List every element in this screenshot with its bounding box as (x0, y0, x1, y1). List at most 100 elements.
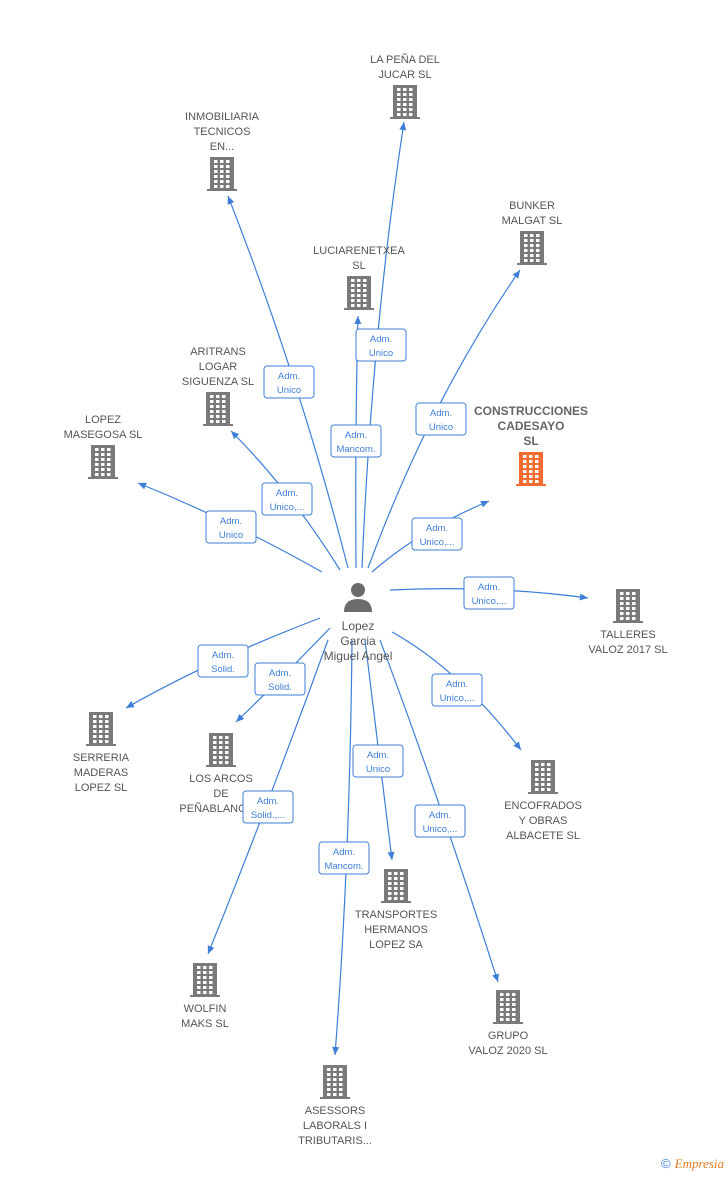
building-window (220, 175, 224, 178)
edge-role-label[interactable]: Adm.Unico,... (431, 673, 483, 707)
edge-role-label[interactable]: Adm.Solid.,... (242, 790, 294, 824)
building-window (197, 991, 201, 994)
building-icon[interactable] (88, 445, 118, 479)
company-node-los-arcos[interactable]: LOS ARCOSDEPEÑABLANCA... (179, 733, 263, 815)
company-name-line: TRIBUTARIS... (298, 1135, 372, 1147)
building-icon[interactable] (206, 733, 236, 767)
edge-role-label[interactable]: Adm.Unico,... (411, 517, 463, 551)
company-name-line: WOLFIN (184, 1003, 227, 1015)
building-window (500, 998, 504, 1001)
building-window (400, 882, 404, 885)
building-icon[interactable] (320, 1065, 350, 1099)
building-window (93, 740, 97, 743)
edge-role-label[interactable]: Adm.Mancom. (318, 841, 370, 875)
edge-label-line: Adm. (345, 430, 367, 441)
edge-labels-layer: Adm.UnicoAdm.UnicoAdm.UnicoAdm.Mancom.Ad… (197, 328, 515, 875)
building-window (197, 986, 201, 989)
building-window (535, 470, 539, 473)
building-window (220, 180, 224, 183)
building-icon[interactable] (86, 712, 116, 746)
edge-role-label[interactable]: Adm.Unico (352, 744, 404, 778)
building-window (197, 976, 201, 979)
company-name-line: MALGAT SL (502, 215, 563, 227)
building-window (409, 108, 413, 111)
building-window (541, 773, 545, 776)
building-window (632, 597, 636, 600)
building-icon[interactable] (613, 589, 643, 623)
building-icon[interactable] (528, 760, 558, 794)
building-window (524, 239, 528, 242)
building-window (220, 165, 224, 168)
building-window (216, 420, 220, 423)
building-window (222, 420, 226, 423)
building-window (626, 592, 630, 595)
building-window (394, 872, 398, 875)
edge-role-label[interactable]: Adm.Unico (355, 328, 407, 362)
building-window (632, 612, 636, 615)
building-window (524, 234, 528, 237)
edge-label-line: Adm. (257, 796, 279, 807)
edge-role-label[interactable]: Adm. Unico,... (463, 576, 515, 610)
edge-label-line: Adm. (430, 408, 452, 419)
building-icon[interactable] (381, 869, 411, 903)
edge-role-label[interactable]: Adm.Solid. (254, 662, 306, 696)
building-window (500, 1018, 504, 1021)
building-window (203, 966, 207, 969)
edge-label-line: Adm. (370, 334, 392, 345)
building-window (327, 1088, 331, 1091)
building-window (547, 768, 551, 771)
building-icon[interactable] (390, 85, 420, 119)
edge-role-label[interactable]: Adm.Unico (205, 510, 257, 544)
building-icon[interactable] (190, 963, 220, 997)
edge-role-label[interactable]: Adm.Unico (263, 365, 315, 399)
edge-role-label[interactable]: Adm.Solid. (197, 644, 249, 678)
edge-role-label[interactable]: Adm.Unico,... (261, 482, 313, 516)
person-icon[interactable] (344, 583, 372, 612)
building-window (632, 602, 636, 605)
building-icon[interactable] (493, 990, 523, 1024)
edge-label-box (431, 673, 483, 707)
edge-role-label[interactable]: Adm.Mancom. (330, 424, 382, 458)
building-window (214, 160, 218, 163)
building-icon[interactable] (517, 231, 547, 265)
company-node-inmobiliaria-tecnicos[interactable]: INMOBILIARIATECNICOSEN... (185, 111, 260, 191)
edge-label-line: Adm. (478, 582, 500, 593)
building-window (500, 1003, 504, 1006)
building-icon[interactable] (516, 452, 546, 486)
building-window (93, 735, 97, 738)
building-window (397, 113, 401, 116)
building-icon[interactable] (203, 392, 233, 426)
edge-role-label[interactable]: Adm.Unico (415, 402, 467, 436)
building-base (86, 744, 116, 746)
building-window (203, 981, 207, 984)
building-window (524, 259, 528, 262)
building-window (535, 480, 539, 483)
building-window (547, 773, 551, 776)
edge-role-label[interactable]: Adm.Unico,... (414, 804, 466, 838)
building-window (506, 1018, 510, 1021)
building-window (216, 415, 220, 418)
brand-footer[interactable]: ©Empresia (661, 1156, 724, 1172)
building-window (394, 897, 398, 900)
building-window (400, 877, 404, 880)
building-window (93, 730, 97, 733)
edge-label-line: Unico,... (472, 596, 507, 607)
building-icon[interactable] (207, 157, 237, 191)
edge-label-box (355, 328, 407, 362)
building-icon[interactable] (344, 276, 374, 310)
